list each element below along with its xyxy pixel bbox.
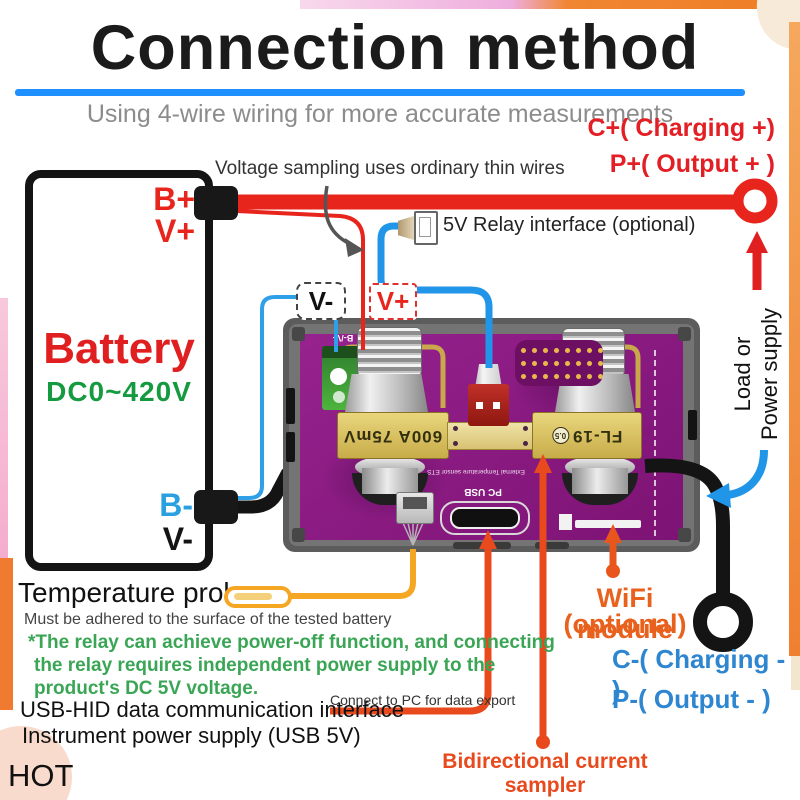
- relay-interface-label: 5V Relay interface (optional): [443, 214, 696, 236]
- frame-screw: [292, 528, 305, 542]
- shunt-plate-right: FL-19 0.5: [532, 412, 642, 459]
- terminal-screw: [330, 368, 347, 385]
- positive-ring-terminal: [732, 178, 778, 224]
- left-edge-orange-decoration: [0, 558, 13, 710]
- shunt-plate-left: 600A 75mV: [337, 412, 449, 459]
- left-shunt-bolt: [357, 327, 422, 377]
- frame-screw: [678, 327, 691, 341]
- output-plus-label: P+( Output + ): [609, 150, 775, 178]
- title-underline: [15, 89, 745, 96]
- negative-ring-terminal: [693, 592, 753, 652]
- frame-screw: [292, 327, 305, 341]
- silk-usb-label: PC USB: [464, 486, 502, 497]
- temp-probe-title: Temperature probe: [18, 577, 255, 608]
- load-line1: Load or: [730, 336, 755, 412]
- load-line2: Power supply: [757, 307, 782, 441]
- temp-probe-icon: [224, 586, 292, 608]
- wifi-pointer-dot: [606, 564, 620, 578]
- bus-screw: [453, 441, 458, 446]
- voltage-sampling-label: Voltage sampling uses ordinary thin wire…: [215, 158, 565, 179]
- usb-c-port: [450, 507, 520, 529]
- usb-hid-label: USB-HID data communication interface: [20, 697, 404, 722]
- wifi-module-slot: [575, 520, 641, 528]
- battery-terminal-b-minus: B-: [159, 487, 193, 523]
- battery-box: B+ V+ Battery DC0~420V B- V-: [25, 170, 213, 571]
- sampling-pointer-arrowhead: [345, 238, 364, 257]
- shunt-right-group: FL-19 0.5: [551, 426, 623, 446]
- pc-export-label: Connect to PC for data export: [330, 692, 516, 708]
- load-blue-arrow-head: [706, 483, 731, 508]
- load-blue-arrow-line: [727, 449, 768, 499]
- silk-dashed-line: [654, 350, 656, 536]
- load-arrow-head: [746, 231, 768, 253]
- load-power-supply-label: Load or Power supply: [729, 299, 785, 449]
- top-edge-decoration: [300, 0, 770, 9]
- temp-sensor-connector: [396, 492, 434, 524]
- left-shunt-nut: [345, 374, 428, 412]
- current-meter-pcb: B-/V- 600A 75mV FL-19 0.5: [283, 318, 700, 552]
- bus-screw: [523, 426, 528, 431]
- frame-right-tab: [688, 410, 697, 440]
- connector-pin: [476, 402, 483, 409]
- battery-negative-stub: [194, 490, 238, 524]
- frame-left-tab: [286, 432, 295, 462]
- frame-left-tab: [286, 388, 295, 424]
- battery-positive-stub: [194, 186, 238, 220]
- right-edge-decoration-lower: [791, 656, 800, 690]
- terminal-top: [322, 346, 367, 358]
- sampler-label: Bidirectional current sampler: [442, 750, 648, 797]
- relay-note-line3: product's DC 5V voltage.: [34, 678, 259, 699]
- wifi-module-label: WiFi module: [576, 583, 673, 644]
- temp-probe-inner: [234, 593, 272, 600]
- page-title: Connection method: [90, 13, 700, 83]
- battery-name: Battery: [43, 324, 195, 373]
- charging-plus-label: C+( Charging +): [587, 114, 775, 142]
- right-edge-decoration: [789, 22, 800, 656]
- sampler-pointer-dot: [536, 735, 550, 749]
- right-bottom-nut: [572, 468, 628, 494]
- usb-power-label: Instrument power supply (USB 5V): [22, 723, 361, 748]
- left-bottom-nut: [362, 468, 418, 494]
- output-minus-label: P-( Output - ): [612, 684, 771, 714]
- hot-label: HOT: [8, 758, 74, 793]
- relay-connector-slot: [419, 217, 431, 237]
- shunt-right-label: FL-19: [571, 426, 623, 446]
- page-subtitle: Using 4-wire wiring for more accurate me…: [86, 100, 674, 128]
- bus-screw: [453, 426, 458, 431]
- shunt-left-label: 600A 75mV: [343, 426, 443, 446]
- relay-connector-body-icon: [414, 211, 438, 245]
- shunt-bus-bar: [447, 422, 534, 450]
- connector-pin: [493, 402, 500, 409]
- bus-screw: [523, 441, 528, 446]
- battery-terminal-v-plus: V+: [154, 213, 195, 249]
- frame-screw: [678, 528, 691, 542]
- connector-slot: [403, 497, 427, 509]
- wifi-optional-label: (optional): [563, 609, 687, 639]
- silk-ets-label: External Temperature sensor ETS: [427, 468, 525, 475]
- wifi-module-bracket: [559, 514, 572, 530]
- v-minus-sense-box: V-: [296, 282, 346, 320]
- terminal-screw: [333, 391, 345, 403]
- battery-terminal-b-plus: B+: [153, 181, 195, 217]
- frame-bottom-notch: [535, 542, 569, 549]
- frame-bottom-notch: [453, 542, 511, 549]
- battery-range: DC0~420V: [46, 376, 192, 407]
- temp-probe-subtitle: Must be adhered to the surface of the te…: [24, 611, 392, 628]
- v-plus-sense-box: V+: [369, 283, 417, 320]
- sampling-pointer-line: [323, 185, 351, 246]
- left-edge-pink-decoration: [0, 298, 8, 558]
- honeycomb-holes: [515, 340, 603, 386]
- shunt-right-mark: 0.5: [551, 427, 569, 444]
- relay-note-line2: the relay requires independent power sup…: [34, 655, 496, 676]
- charging-minus-label: C-( Charging - ): [612, 644, 786, 705]
- relay-connector-icon: [398, 216, 414, 240]
- battery-terminal-v-minus: V-: [162, 521, 193, 557]
- relay-note-line1: *The relay can achieve power-off functio…: [28, 632, 555, 653]
- relay-output-connector: [468, 384, 509, 426]
